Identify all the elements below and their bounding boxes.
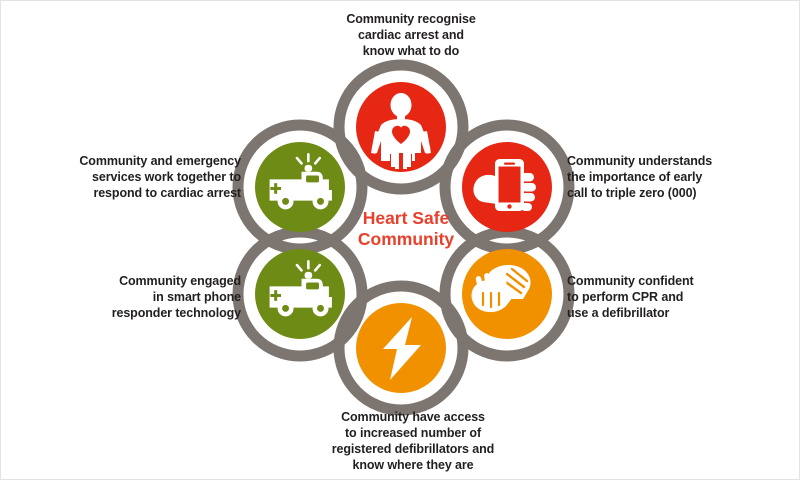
node-registered-defibrillators[interactable] xyxy=(356,303,446,393)
ring-top xyxy=(333,59,469,195)
hand-holding-phone-icon xyxy=(473,159,536,211)
node-call-triple-zero[interactable] xyxy=(462,142,552,232)
node-smart-phone-responder[interactable] xyxy=(255,249,345,339)
label-recognise-cardiac-arrest: Community recognise cardiac arrest and k… xyxy=(346,12,476,58)
node-perform-cpr[interactable] xyxy=(462,249,552,339)
node-recognise-cardiac-arrest[interactable] xyxy=(356,82,446,172)
ambulance-icon xyxy=(269,259,332,317)
label-emergency-services-together: Community and emergency services work to… xyxy=(79,154,241,200)
ambulance-icon xyxy=(269,152,332,210)
node-emergency-services-together[interactable] xyxy=(255,142,345,232)
label-registered-defibrillators: Community have access to increased numbe… xyxy=(331,410,495,472)
cpr-hands-icon xyxy=(471,265,531,313)
heart-shape-icon xyxy=(392,125,410,144)
center-title: Heart Safe Community xyxy=(357,208,455,249)
label-smart-phone-responder: Community engaged in smart phone respond… xyxy=(111,274,241,320)
lightning-bolt-icon xyxy=(383,317,421,380)
ring-bottom xyxy=(333,280,469,416)
label-call-triple-zero: Community understands the importance of … xyxy=(567,154,713,200)
label-perform-cpr: Community confident to perform CPR and u… xyxy=(567,274,694,320)
